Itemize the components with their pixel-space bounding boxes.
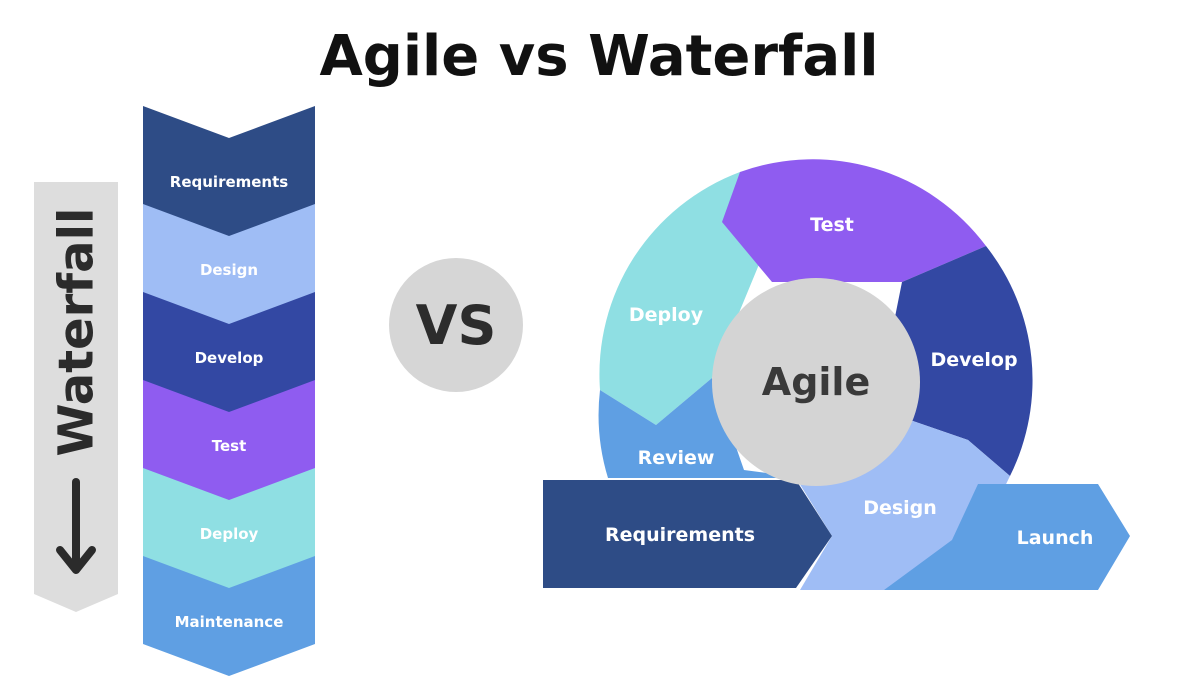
agile-segment-launch — [884, 484, 1130, 590]
waterfall-stage: Maintenance — [143, 546, 315, 676]
waterfall-stage: Develop — [143, 282, 315, 412]
agile-segment-review — [598, 378, 806, 478]
waterfall-stage-label: Deploy — [199, 525, 259, 543]
waterfall-stage-chevron — [143, 370, 315, 500]
vs-badge: VS — [389, 258, 523, 392]
waterfall-stage: Requirements — [143, 106, 315, 236]
agile-segment-develop — [892, 246, 1033, 476]
waterfall-stage-label: Design — [199, 261, 259, 279]
waterfall-stage-label: Develop — [194, 349, 264, 367]
agile-design-label: Design — [863, 497, 937, 519]
agile-requirements-label: Requirements — [604, 524, 756, 546]
waterfall-stage-chevron — [143, 194, 315, 324]
waterfall-stage: Design — [143, 194, 315, 324]
agile-segment-test — [722, 159, 986, 282]
agile-hub: Agile — [712, 278, 920, 486]
waterfall-stage-label: Test — [211, 437, 247, 455]
agile-launch-label: Launch — [1016, 527, 1094, 549]
agile-center-label: Agile — [761, 360, 871, 404]
waterfall-banner — [34, 182, 118, 612]
down-arrow-icon — [56, 478, 96, 574]
agile-test-label: Test — [810, 214, 854, 236]
agile-segment-requirements — [543, 480, 832, 588]
waterfall-stage: Test — [143, 370, 315, 500]
page-title: Agile vs Waterfall — [319, 24, 879, 89]
waterfall-stage: Deploy — [143, 458, 315, 588]
waterfall-stage-label: Requirements — [169, 173, 289, 191]
waterfall-stage-chevron — [143, 106, 315, 236]
agile-deploy-label: Deploy — [628, 304, 704, 326]
waterfall-stage-chevron — [143, 458, 315, 588]
waterfall-stage-chevron — [143, 546, 315, 676]
agile-develop-label: Develop — [930, 349, 1018, 371]
waterfall-stage-label: Maintenance — [174, 613, 284, 631]
agile-review-label: Review — [637, 447, 715, 469]
waterfall-stage-chevron — [143, 282, 315, 412]
